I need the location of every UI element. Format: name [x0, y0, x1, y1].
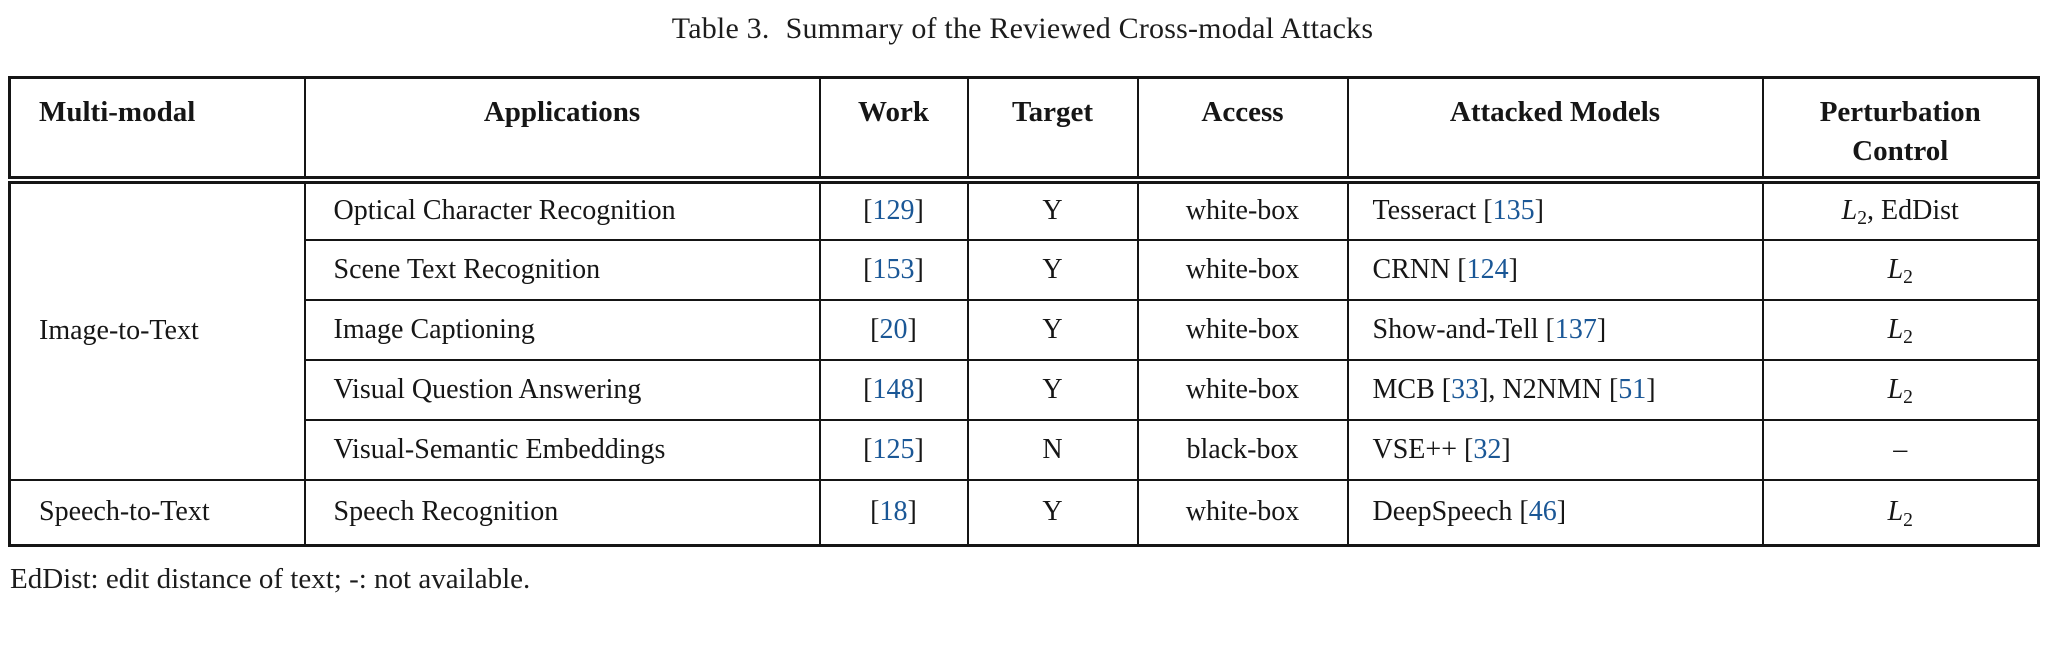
cell-target: Y	[966, 298, 1139, 361]
cell-attacked-models: DeepSpeech [46]	[1346, 478, 1764, 547]
table-row: Scene Text Recognition [153] Y white-box…	[10, 238, 2040, 301]
cell-work-citation: [20]	[818, 298, 969, 361]
cell-access: white-box	[1136, 298, 1349, 361]
citation-link[interactable]: 18	[879, 496, 908, 528]
table-row: Visual Question Answering [148] Y white-…	[10, 358, 2040, 421]
table-row: Speech-to-Text Speech Recognition [18] Y…	[8, 478, 2040, 547]
cell-multimodal-group: Image-to-Text	[8, 178, 306, 481]
column-header-target: Target	[966, 76, 1139, 184]
cell-target: Y	[966, 238, 1139, 301]
citation-link[interactable]: 135	[1492, 195, 1535, 226]
cell-attacked-models: MCB [33], N2NMN [51]	[1346, 358, 1764, 421]
cell-work-citation: [18]	[818, 478, 969, 547]
cell-perturbation-control: L2, EdDist	[1761, 178, 2040, 241]
cell-access: black-box	[1136, 418, 1349, 481]
cell-application: Scene Text Recognition	[303, 238, 821, 301]
column-header-multi-modal: Multi-modal	[8, 76, 306, 184]
table-row: Image Captioning [20] Y white-box Show-a…	[10, 298, 2040, 361]
cross-modal-attacks-table: Multi-modal Applications Work Target Acc…	[8, 76, 2040, 547]
cell-application: Speech Recognition	[303, 478, 821, 547]
paper-page: Table 3. Summary of the Reviewed Cross-mo…	[8, 12, 2040, 595]
column-header-applications: Applications	[303, 76, 821, 184]
cell-access: white-box	[1136, 238, 1349, 301]
cell-multimodal-group: Speech-to-Text	[8, 478, 306, 547]
cell-application: Optical Character Recognition	[303, 178, 821, 241]
column-header-perturbation-control: Perturbation Control	[1761, 76, 2040, 184]
cell-attacked-models: VSE++ [32]	[1346, 418, 1764, 481]
cell-perturbation-control: L2	[1761, 358, 2040, 421]
cell-target: N	[966, 418, 1139, 481]
citation-link[interactable]: 129	[872, 195, 915, 226]
citation-link[interactable]: 51	[1618, 373, 1647, 405]
cell-attacked-models: Tesseract [135]	[1346, 178, 1764, 241]
table-footnote: EdDist: edit distance of text; -: not av…	[10, 563, 531, 595]
cell-application: Visual Question Answering	[303, 358, 821, 421]
citation-link[interactable]: 137	[1554, 313, 1597, 345]
cell-attacked-models: Show-and-Tell [137]	[1346, 298, 1764, 361]
citation-link[interactable]: 33	[1451, 373, 1480, 405]
cell-target: Y	[966, 358, 1139, 421]
column-header-access: Access	[1136, 76, 1349, 184]
cell-perturbation-control: L2	[1761, 478, 2040, 547]
table-caption-text: Summary of the Reviewed Cross-modal Atta…	[785, 12, 1374, 45]
citation-link[interactable]: 124	[1466, 253, 1509, 285]
cell-perturbation-control: L2	[1761, 238, 2040, 301]
cell-application: Visual-Semantic Embeddings	[303, 418, 821, 481]
citation-link[interactable]: 153	[872, 253, 915, 285]
table-caption: Table 3. Summary of the Reviewed Cross-mo…	[8, 12, 2037, 46]
citation-link[interactable]: 148	[872, 373, 915, 405]
cell-perturbation-control: –	[1761, 418, 2040, 481]
cell-work-citation: [125]	[818, 418, 969, 481]
cell-work-citation: [153]	[818, 238, 969, 301]
cell-application: Image Captioning	[303, 298, 821, 361]
citation-link[interactable]: 125	[872, 433, 915, 465]
citation-link[interactable]: 32	[1473, 433, 1502, 465]
cell-perturbation-control: L2	[1761, 298, 2040, 361]
cell-target: Y	[966, 178, 1139, 241]
cell-attacked-models: CRNN [124]	[1346, 238, 1764, 301]
citation-link[interactable]: 20	[879, 313, 908, 345]
column-header-work: Work	[818, 76, 969, 184]
table-caption-label: Table 3.	[671, 12, 770, 45]
table-row: Image-to-Text Optical Character Recognit…	[8, 178, 2040, 481]
cell-work-citation: [129]	[818, 178, 969, 241]
cell-work-citation: [148]	[818, 358, 969, 421]
table-row: Visual-Semantic Embeddings [125] N black…	[10, 418, 2040, 481]
column-header-attacked-models: Attacked Models	[1346, 76, 1764, 184]
cell-target: Y	[966, 478, 1139, 547]
cell-access: white-box	[1136, 358, 1349, 421]
cell-access: white-box	[1136, 478, 1349, 547]
header-row: Multi-modal Applications Work Target Acc…	[8, 76, 2040, 184]
cell-access: white-box	[1136, 178, 1349, 241]
citation-link[interactable]: 46	[1528, 496, 1557, 528]
